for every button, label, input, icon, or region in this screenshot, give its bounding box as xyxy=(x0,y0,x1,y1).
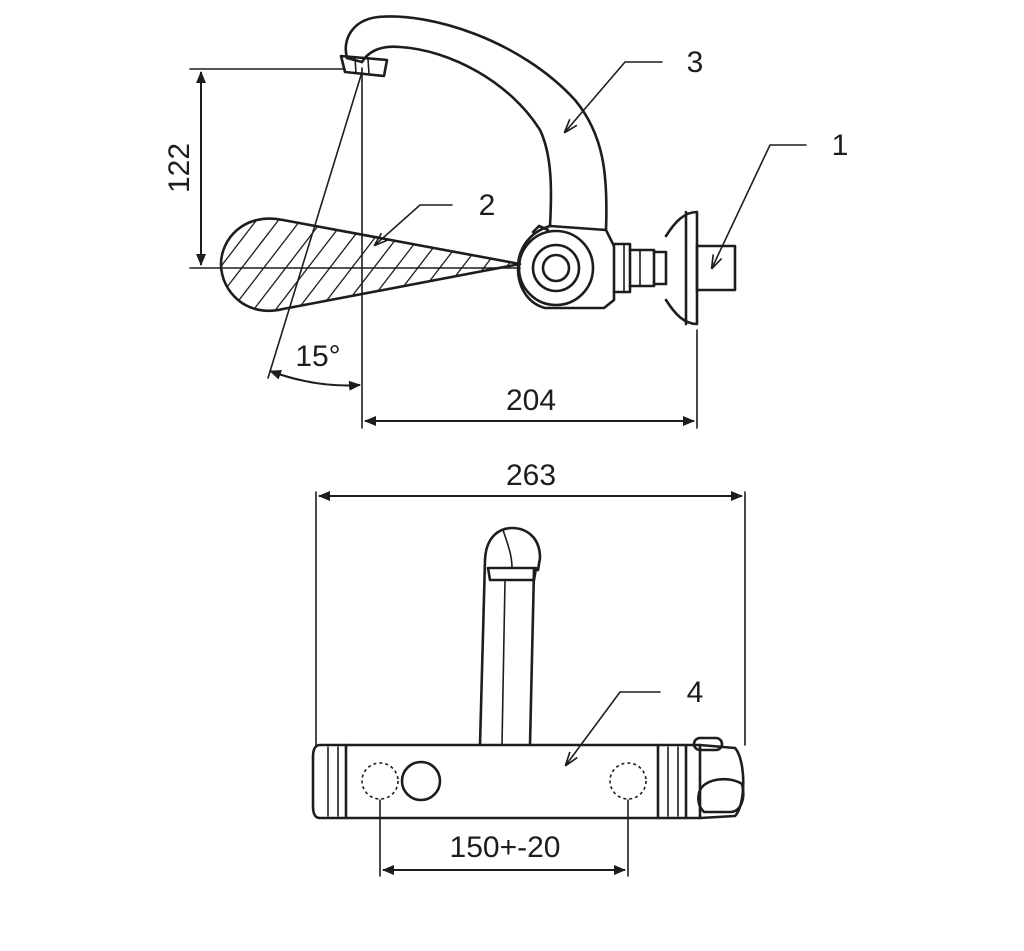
dimension-204: 204 xyxy=(506,384,556,417)
spout xyxy=(339,15,608,232)
dimension-150-20: 150+-20 xyxy=(450,831,561,864)
side-view: 122 204 15° 3 1 2 xyxy=(163,15,849,429)
angle-15: 15° xyxy=(295,340,340,373)
front-view: 263 4 xyxy=(311,459,746,877)
callout-2: 2 xyxy=(479,189,496,222)
spray-zone xyxy=(219,217,522,312)
callout-1: 1 xyxy=(832,129,849,162)
callout-4: 4 xyxy=(687,676,704,709)
mixer-body-side xyxy=(516,210,737,326)
dimension-122: 122 xyxy=(163,143,196,193)
callout-3: 3 xyxy=(687,46,704,79)
spout-front xyxy=(478,526,542,747)
dimension-263: 263 xyxy=(506,459,556,492)
mixer-body-front xyxy=(311,736,745,820)
